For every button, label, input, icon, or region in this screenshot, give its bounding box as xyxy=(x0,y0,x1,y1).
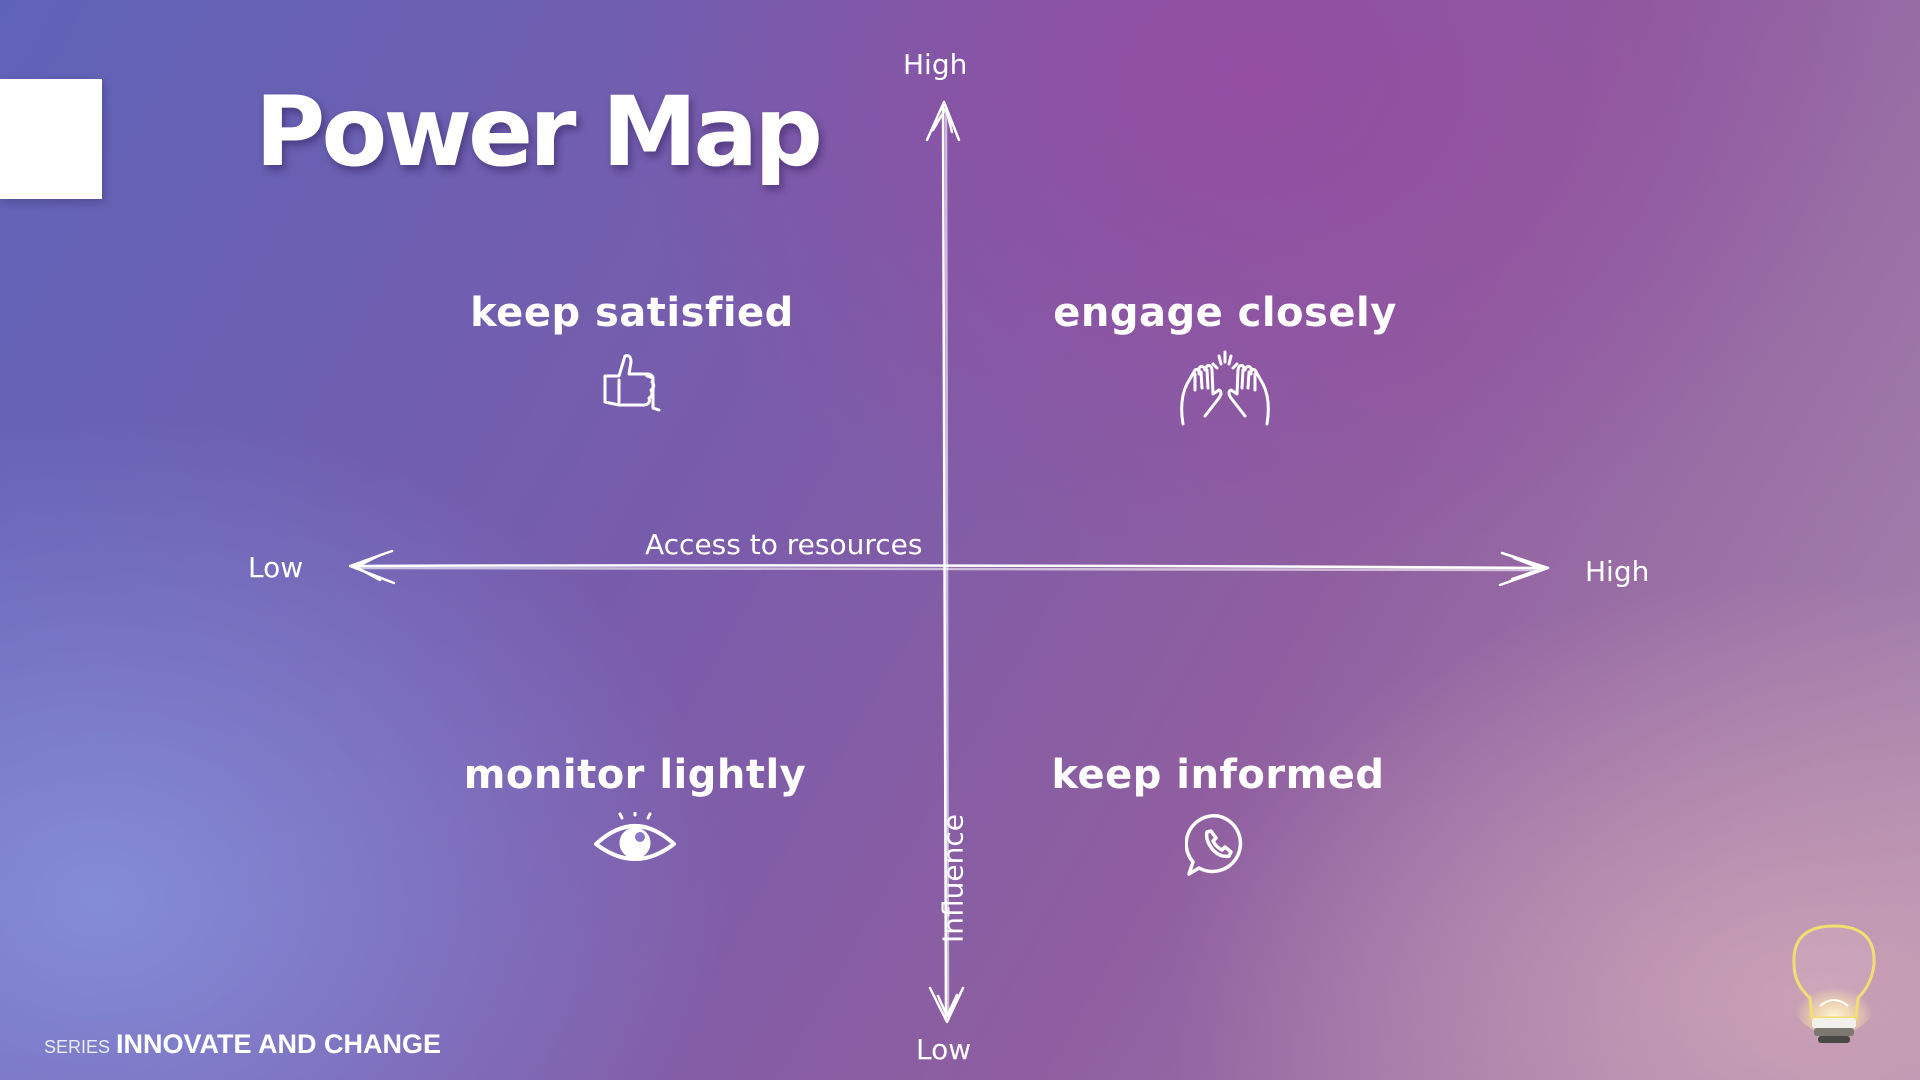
footer-series-name: INNOVATE AND CHANGE xyxy=(116,1029,442,1059)
y-axis-line-2 xyxy=(944,110,950,1017)
x-axis-low-arrow xyxy=(348,549,396,585)
x-axis-low-label: Low xyxy=(248,551,304,584)
thumbs-up-icon xyxy=(603,354,661,412)
lightbulb-icon xyxy=(1792,924,1876,1043)
high-five-icon xyxy=(1180,350,1270,426)
y-axis-title: Influence xyxy=(936,814,970,943)
quadrant-label: keep satisfied xyxy=(470,290,794,336)
page-title: Power Map xyxy=(255,76,823,188)
quadrant-label: monitor lightly xyxy=(463,752,807,798)
y-axis-line xyxy=(941,103,948,1022)
quadrant-label: engage closely xyxy=(1053,290,1397,336)
y-axis-high-label: High xyxy=(903,48,968,81)
quadrant-keep-informed: keep informed xyxy=(988,752,1448,878)
footer-prefix: SERIES xyxy=(44,1037,111,1057)
eye-icon xyxy=(594,812,676,861)
x-axis-line-2 xyxy=(354,566,1542,572)
corner-block xyxy=(0,79,102,199)
quadrant-label: keep informed xyxy=(1051,752,1385,798)
quadrant-keep-satisfied: keep satisfied xyxy=(402,290,862,414)
x-axis-line xyxy=(350,564,1547,570)
y-axis-high-arrow xyxy=(925,100,961,142)
quadrant-monitor-lightly: monitor lightly xyxy=(405,752,865,870)
y-axis-low-label: Low xyxy=(916,1033,972,1066)
quadrant-engage-closely: engage closely xyxy=(995,290,1455,426)
x-axis-title: Access to resources xyxy=(645,528,923,561)
x-axis-high-arrow xyxy=(1498,551,1550,587)
phone-chat-icon xyxy=(1185,814,1243,876)
x-axis-high-label: High xyxy=(1585,555,1650,588)
y-axis-low-arrow xyxy=(928,986,965,1024)
